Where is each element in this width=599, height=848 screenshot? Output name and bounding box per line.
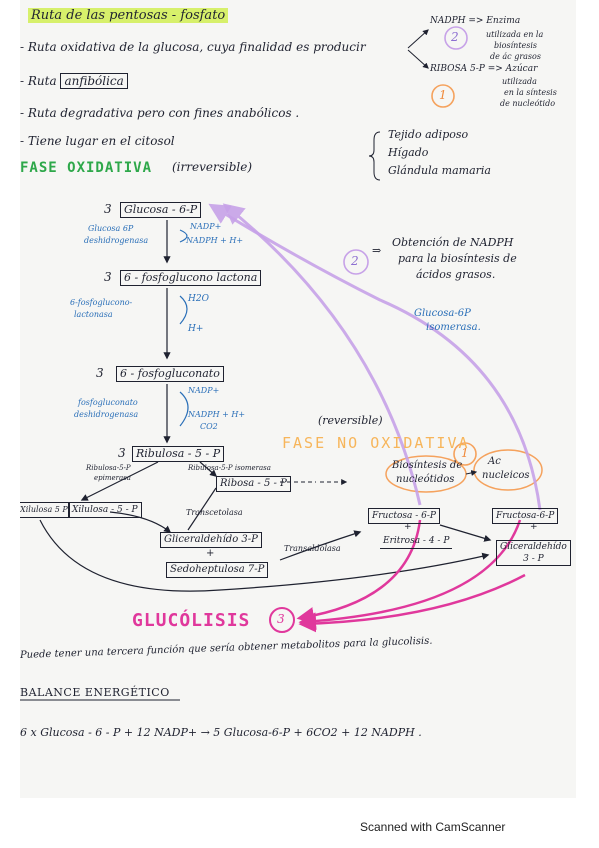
gliceraldehido-2-line1: Gliceraldehído	[500, 542, 567, 552]
notes-page: Ruta de las pentosas - fosfato - Ruta ox…	[20, 0, 576, 798]
plus-1: +	[206, 548, 215, 559]
compound-xilulosa-1: Xilulosa 5 P	[20, 502, 70, 518]
ribosa-number: 1	[439, 88, 447, 102]
cofactor-2-out: H+	[188, 324, 204, 334]
cofactor-3-out-2: CO2	[200, 422, 218, 431]
balance-title: BALANCE ENERGÉTICO	[20, 686, 170, 699]
compound-eritrosa-4p: Eritrosa - 4 - P	[380, 534, 453, 549]
coef-2: 3	[104, 270, 112, 284]
compound-gliceraldehido-2: Gliceraldehído 3 - P	[496, 540, 571, 566]
phase-nonoxidative-title: FASE NO OXIDATIVA	[282, 434, 470, 452]
tissue-3: Glándula mamaria	[388, 164, 491, 177]
compound-sedoheptulosa-7p: Sedoheptulosa 7-P	[166, 562, 269, 578]
enzyme-3-line1: fosfogluconato	[78, 398, 138, 407]
fatty-acid-number: 2	[351, 254, 359, 268]
cofactor-1-in: NADP+	[190, 222, 222, 231]
scanner-footer: Scanned with CamScanner	[360, 820, 506, 834]
nadph-number: 2	[451, 30, 459, 44]
arrow-layer	[20, 26, 543, 701]
compound-xilulosa-2: Xilulosa - 5 - P	[68, 502, 142, 518]
compound-ribulosa-5p: Ribulosa - 5 - P	[132, 446, 225, 462]
cofactor-1-out: NADPH + H+	[186, 236, 244, 245]
biosintesis-line2: nucleótidos	[396, 474, 455, 485]
tissue-2: Hígado	[388, 146, 429, 159]
anfibolica-box: anfibólica	[60, 73, 128, 89]
coef-1: 3	[104, 202, 112, 216]
isomerasa-side-2: isomerasa.	[426, 322, 481, 333]
nadph-obtain-line3: ácidos grasos.	[416, 268, 496, 281]
plus-2: +	[404, 522, 412, 532]
enzyme-1-line1: Glucosa 6P	[88, 224, 134, 233]
nadph-note-3: de ác grasos	[490, 52, 541, 61]
ribosa-label: RIBOSA 5-P => Azúcar	[430, 64, 538, 74]
enzyme-3-line2: deshidrogenasa	[74, 410, 139, 419]
cofactor-2-in: H2O	[188, 294, 209, 304]
ribosa-note-1: utilizada	[502, 77, 537, 86]
nadph-note-2: biosíntesis	[494, 41, 538, 50]
coef-3: 3	[96, 366, 104, 380]
ribosa-note-2: en la síntesis	[504, 88, 557, 97]
nadph-label: NADPH => Enzima	[430, 16, 521, 26]
gliceraldehido-2-line2: 3 - P	[523, 554, 544, 564]
isomerasa-label: Ribulosa-5-P isomerasa	[188, 464, 271, 472]
glycolysis-label: GLUCÓLISIS	[132, 610, 251, 631]
phase-oxidative-title: FASE OXIDATIVA	[20, 160, 153, 176]
enzyme-2-line1: 6-fosfoglucono-	[70, 298, 133, 307]
compound-gliceraldehido-3p: Gliceraldehído 3-P	[160, 532, 262, 548]
ac-nucleicos-line2: nucleicos	[482, 470, 530, 481]
enzyme-1-line2: deshidrogenasa	[84, 236, 149, 245]
compound-fructosa-6p-1: Fructosa - 6-P	[368, 508, 440, 524]
compound-ribosa-5p: Ribosa - 5 - P	[216, 476, 291, 492]
coef-4: 3	[118, 446, 126, 460]
note-line-degradativa: - Ruta degradativa pero con fines anaból…	[20, 106, 300, 120]
note-line-oxidative: - Ruta oxidativa de la glucosa, cuya fin…	[20, 40, 366, 54]
balance-equation: 6 x Glucosa - 6 - P + 12 NADP+ → 5 Gluco…	[20, 726, 422, 739]
plus-3: +	[530, 522, 538, 532]
biosintesis-line1: Biosíntesis de	[392, 460, 463, 471]
isomerasa-side-1: Glucosa-6P	[414, 308, 471, 319]
phase-nonoxidative-note: (reversible)	[318, 414, 383, 427]
transaldolasa-label: Transaldolasa	[284, 544, 341, 553]
ribosa-note-3: de nucleótido	[500, 99, 556, 108]
glycolysis-number: 3	[277, 612, 285, 626]
cofactor-3-out-1: NADPH + H+	[188, 410, 246, 419]
enzyme-2-line2: lactonasa	[74, 310, 113, 319]
compound-fosfoglucono-lactona: 6 - fosfoglucono lactona	[120, 270, 262, 286]
nadph-obtain-line2: para la biosíntesis de	[398, 252, 517, 265]
ac-nucleicos-line1: Ac	[488, 456, 501, 467]
epimerasa-line1: Ribulosa-5-P	[86, 464, 131, 472]
nadph-obtain-line1: Obtención de NADPH	[392, 236, 514, 249]
tissue-1: Tejido adiposo	[388, 128, 469, 141]
nucleotide-number: 1	[461, 446, 469, 460]
epimerasa-line2: epimerasa	[94, 474, 131, 482]
phase-oxidative-note: (irreversible)	[172, 160, 253, 174]
note-line-citosol: - Tiene lugar en el citosol	[20, 134, 175, 148]
page-title: Ruta de las pentosas - fosfato	[28, 8, 229, 23]
transcetolasa-label: Transcetolasa	[186, 508, 243, 517]
compound-fructosa-6p-2: Fructosa-6-P	[492, 508, 559, 524]
nadph-note-1: utilizada en la	[486, 30, 544, 39]
nadph-obtain-arrow: ⇒	[372, 244, 382, 257]
compound-glucosa-6p: Glucosa - 6-P	[120, 202, 202, 218]
compound-fosfogluconato: 6 - fosfogluconato	[116, 366, 224, 382]
cofactor-3-in: NADP+	[188, 386, 220, 395]
note-line-anfibolica: - Ruta anfibólica	[20, 73, 128, 89]
